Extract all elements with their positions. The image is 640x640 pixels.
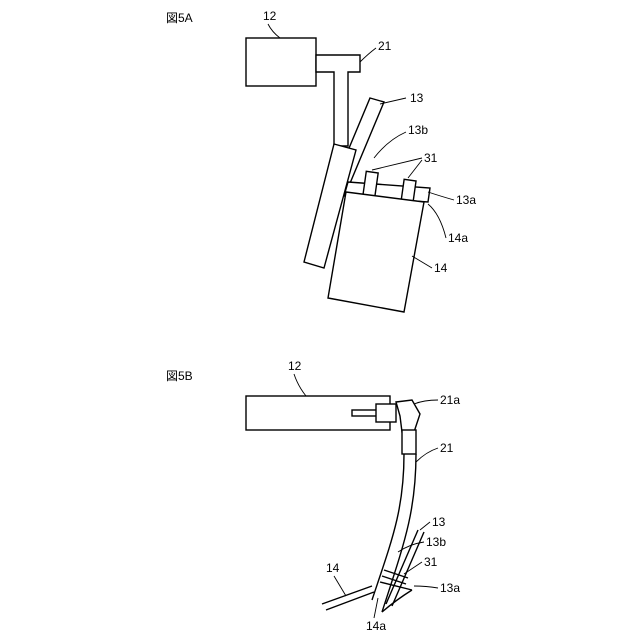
connector-pin bbox=[352, 410, 378, 416]
box-14 bbox=[328, 192, 424, 312]
figure-5b: 図5B 12 21a 21 13 13b 31 13a bbox=[166, 359, 460, 633]
leader-31-b bbox=[404, 562, 422, 574]
label-12b: 12 bbox=[288, 359, 302, 373]
label-14a-b: 14a bbox=[366, 619, 386, 633]
leader-21 bbox=[360, 48, 376, 62]
connector-elbow bbox=[396, 400, 420, 432]
label-13-b: 13 bbox=[432, 515, 446, 529]
figure-5a: 図5A 12 21 13 13b 31 13a 14a 14 bbox=[166, 9, 476, 312]
label-31: 31 bbox=[424, 151, 438, 165]
label-21a: 21a bbox=[440, 393, 460, 407]
leader-13-b bbox=[420, 522, 430, 530]
box-12 bbox=[246, 38, 316, 86]
label-13b: 13b bbox=[408, 123, 428, 137]
leader-14a bbox=[428, 204, 446, 238]
label-14a: 14a bbox=[448, 231, 468, 245]
leader-14a-b bbox=[374, 598, 378, 618]
label-14-b: 14 bbox=[326, 561, 340, 575]
figure-5b-title: 図5B bbox=[166, 369, 193, 383]
leader-14 bbox=[412, 256, 432, 268]
leader-13a bbox=[428, 192, 454, 200]
label-31-b: 31 bbox=[424, 555, 438, 569]
leader-13a-b bbox=[414, 586, 438, 588]
label-13b-b: 13b bbox=[426, 535, 446, 549]
label-14: 14 bbox=[434, 261, 448, 275]
box-14-b-edge bbox=[326, 592, 374, 610]
leader-13b bbox=[374, 132, 406, 158]
leader-31-b bbox=[408, 160, 422, 178]
leader-12b bbox=[294, 374, 306, 396]
label-13a: 13a bbox=[456, 193, 476, 207]
leader-21a bbox=[414, 400, 438, 404]
leader-13 bbox=[380, 98, 406, 104]
connector-sleeve bbox=[402, 430, 416, 454]
label-13: 13 bbox=[410, 91, 424, 105]
cable-21 bbox=[316, 55, 360, 146]
label-21b: 21 bbox=[440, 441, 454, 455]
figure-5a-title: 図5A bbox=[166, 11, 193, 25]
leader-31-a bbox=[372, 158, 422, 170]
label-21: 21 bbox=[378, 39, 392, 53]
bar-13a-b bbox=[380, 582, 412, 590]
leader-21b bbox=[416, 448, 438, 462]
label-12: 12 bbox=[263, 9, 277, 23]
label-13a-b: 13a bbox=[440, 581, 460, 595]
leader-12 bbox=[268, 24, 280, 38]
leader-14-b bbox=[334, 576, 346, 596]
connector-21a bbox=[376, 404, 396, 422]
